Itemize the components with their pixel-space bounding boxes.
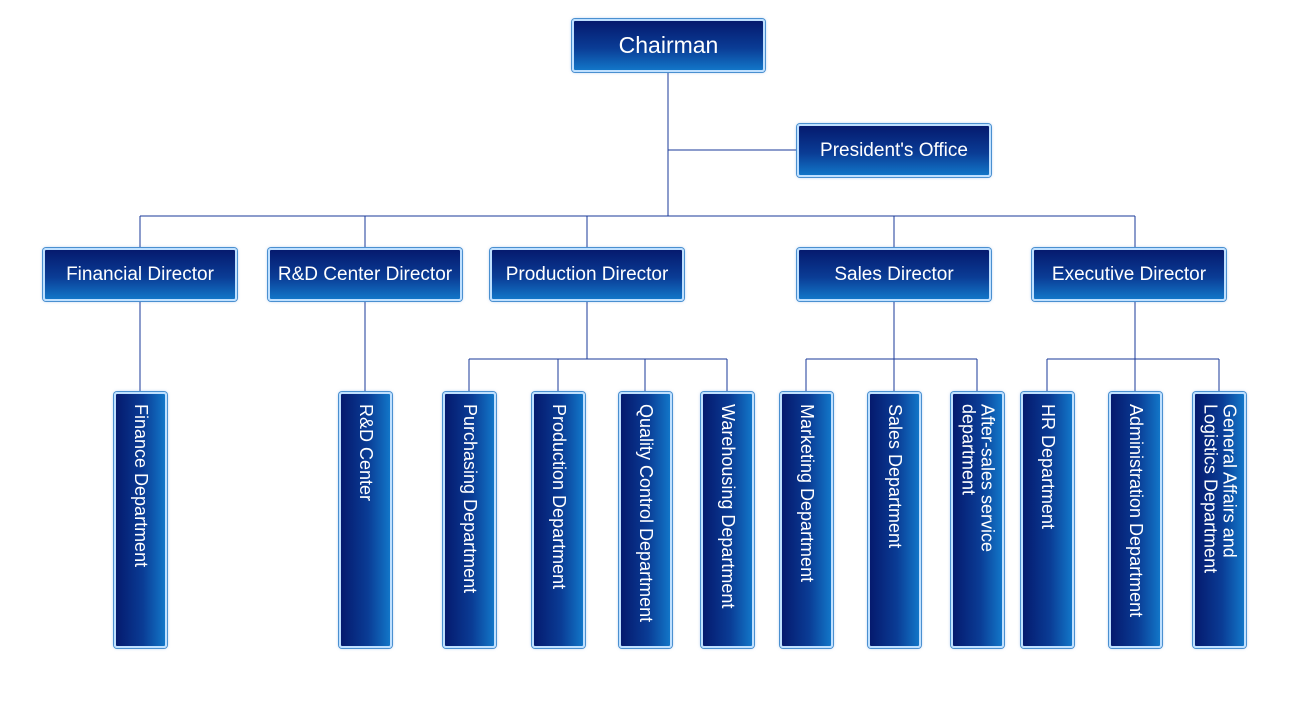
- sales-department-box: Sales Department: [868, 392, 921, 648]
- warehousing-department-label: Warehousing Department: [718, 404, 738, 609]
- financial-director-box: Financial Director: [43, 248, 237, 301]
- rd-center-box: R&D Center: [339, 392, 392, 648]
- marketing-department-label: Marketing Department: [797, 404, 817, 583]
- chairman-box: Chairman: [572, 19, 765, 72]
- presidents-office-box: President's Office: [797, 124, 991, 177]
- sales-director-box: Sales Director: [797, 248, 991, 301]
- general-affairs-logistics-department-label: General Affairs and Logistics Department: [1200, 404, 1240, 574]
- quality-control-department-box: Quality Control Department: [619, 392, 672, 648]
- hr-department-box: HR Department: [1021, 392, 1074, 648]
- production-department-label: Production Department: [549, 404, 569, 590]
- purchasing-department-label: Purchasing Department: [460, 404, 480, 594]
- production-director-box: Production Director: [490, 248, 684, 301]
- finance-department-box: Finance Department: [114, 392, 167, 648]
- quality-control-department-label: Quality Control Department: [636, 404, 656, 623]
- after-sales-service-department-box: After-sales service department: [951, 392, 1004, 648]
- administration-department-label: Administration Department: [1126, 404, 1146, 618]
- general-affairs-logistics-department-box: General Affairs and Logistics Department: [1193, 392, 1246, 648]
- hr-department-label: HR Department: [1038, 404, 1058, 530]
- warehousing-department-box: Warehousing Department: [701, 392, 754, 648]
- after-sales-service-department-label: After-sales service department: [958, 404, 998, 553]
- sales-department-label: Sales Department: [885, 404, 905, 549]
- rd-center-director-box: R&D Center Director: [268, 248, 462, 301]
- administration-department-box: Administration Department: [1109, 392, 1162, 648]
- rd-center-label: R&D Center: [356, 404, 376, 502]
- executive-director-box: Executive Director: [1032, 248, 1226, 301]
- production-department-box: Production Department: [532, 392, 585, 648]
- marketing-department-box: Marketing Department: [780, 392, 833, 648]
- purchasing-department-box: Purchasing Department: [443, 392, 496, 648]
- finance-department-label: Finance Department: [131, 404, 151, 568]
